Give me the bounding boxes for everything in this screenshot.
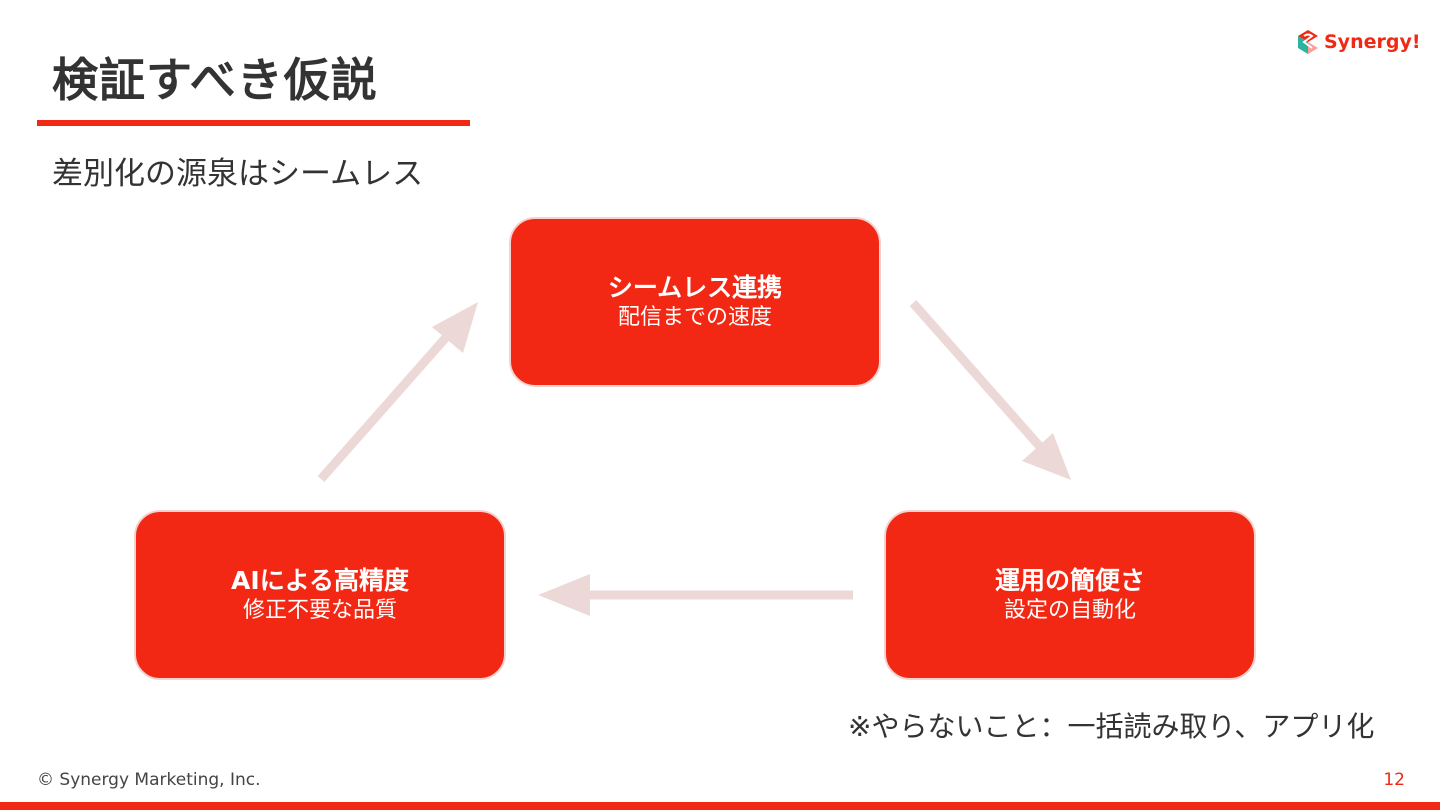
not-doing-note: ※やらないこと：一括読み取り、アプリ化 xyxy=(848,710,1375,743)
cycle-box-title: シームレス連携 xyxy=(607,272,783,302)
cycle-box-title: 運用の簡便さ xyxy=(994,565,1145,595)
cycle-box-subtitle: 設定の自動化 xyxy=(1003,597,1136,623)
cycle-box-subtitle: 修正不要な品質 xyxy=(242,597,397,623)
cycle-box-ease-of-operation: 運用の簡便さ 設定の自動化 xyxy=(884,510,1256,680)
cycle-box-ai-accuracy: AIによる高精度 修正不要な品質 xyxy=(134,510,506,680)
arrow-icon-right-to-left xyxy=(538,574,853,616)
arrow-icon-top-to-right xyxy=(909,300,1071,480)
page-number: 12 xyxy=(1383,770,1405,790)
cycle-box-subtitle: 配信までの速度 xyxy=(617,304,772,330)
synergy-logo-icon xyxy=(1298,30,1318,54)
title-underline xyxy=(37,120,470,126)
page-subtitle: 差別化の源泉はシームレス xyxy=(52,156,424,192)
copyright: © Synergy Marketing, Inc. xyxy=(37,770,261,790)
footer-bar xyxy=(0,802,1440,810)
cycle-box-seamless: シームレス連携 配信までの速度 xyxy=(509,217,881,387)
logo-text: Synergy! xyxy=(1324,31,1421,53)
page-title: 検証すべき仮説 xyxy=(52,53,378,107)
cycle-box-title: AIによる高精度 xyxy=(231,565,409,595)
arrow-icon-left-to-top xyxy=(317,302,478,482)
synergy-logo: Synergy! xyxy=(1296,28,1421,56)
